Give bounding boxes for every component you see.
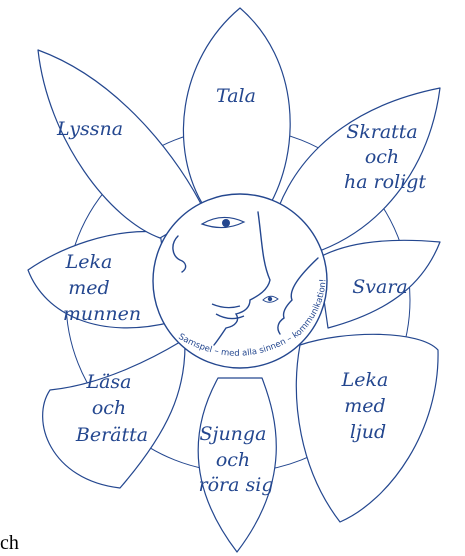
label-lyssna: Lyssna [56,118,123,140]
petal-tala [183,8,290,208]
label-tala: Tala [216,85,256,107]
corner-text-fragment: ch [0,532,19,554]
label-svara: Svara [352,276,408,298]
petal-lyssna [38,50,205,238]
